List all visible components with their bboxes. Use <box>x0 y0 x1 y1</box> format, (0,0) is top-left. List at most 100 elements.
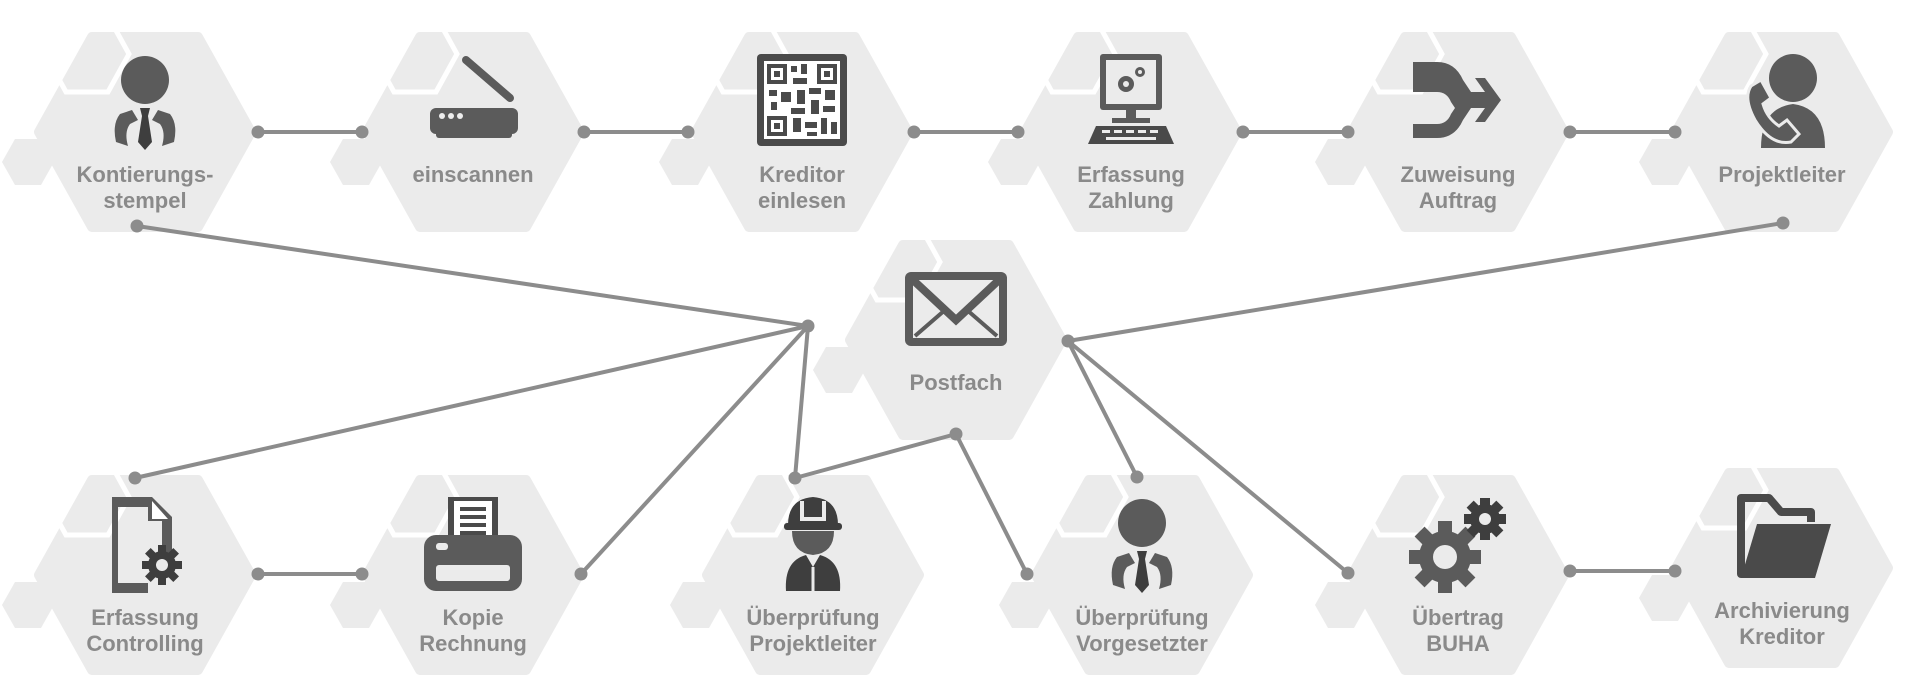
decorative-small-hexagon <box>2 139 54 185</box>
label-line: Controlling <box>86 631 204 656</box>
connection-dot <box>1020 567 1034 581</box>
connection-dot <box>1061 334 1075 348</box>
label-line: Kreditor <box>1739 624 1825 649</box>
decorative-small-hexagon <box>2 582 54 628</box>
decorative-small-hexagon <box>813 347 865 393</box>
connection-line <box>1067 221 1784 343</box>
label-line: Überprüfung <box>1075 605 1209 630</box>
connection-dot <box>788 471 802 485</box>
decorative-outline-hexagon-inner <box>1355 456 1445 538</box>
decorative-small-hexagon <box>670 582 722 628</box>
decorative-small-hexagon <box>330 139 382 185</box>
label-line: Auftrag <box>1418 188 1498 213</box>
connection-dot <box>907 125 921 139</box>
label-line: BUHA <box>1426 631 1490 656</box>
connection-dot <box>1341 125 1355 139</box>
connection-dot <box>949 427 963 441</box>
connection-dot <box>251 567 265 581</box>
printer-icon <box>418 495 528 595</box>
label-line: Projektleiter <box>749 631 877 656</box>
decorative-outline-hexagon-inner <box>42 13 132 95</box>
connection-dot <box>1341 566 1355 580</box>
scanner-icon <box>418 52 528 152</box>
label-line: Erfassung <box>1077 162 1185 187</box>
decorative-outline-hexagon-inner <box>710 456 800 538</box>
connection-dot <box>1236 125 1250 139</box>
connection-line <box>136 224 809 328</box>
connection-dot <box>1776 216 1790 230</box>
connection-dot <box>128 471 142 485</box>
decorative-outline-hexagon-inner <box>1679 449 1769 531</box>
decorative-small-hexagon <box>999 582 1051 628</box>
label-line: Überprüfung <box>746 605 880 630</box>
connection-dot <box>355 567 369 581</box>
decorative-small-hexagon <box>1639 139 1691 185</box>
erfassung-controlling-hexagon <box>34 475 256 675</box>
decorative-outline-hexagon-inner <box>853 221 943 303</box>
connection-line <box>134 324 809 480</box>
connection-dot <box>1668 125 1682 139</box>
label-line: Rechnung <box>419 631 527 656</box>
label-line: Kreditor <box>759 162 845 187</box>
label-line: Kopie <box>442 605 504 630</box>
label-line: Zuweisung <box>1400 162 1516 187</box>
decorative-small-hexagon <box>1315 582 1367 628</box>
connection-dot <box>251 125 265 139</box>
connection-dot <box>1563 564 1577 578</box>
connection-line <box>1066 339 1350 575</box>
label-line: Archivierung <box>1714 598 1850 623</box>
connection-dot <box>130 219 144 233</box>
connection-line <box>793 325 810 479</box>
businessman-icon <box>90 52 200 152</box>
envelope-icon <box>901 262 1011 362</box>
gears-icon <box>1403 495 1513 595</box>
decorative-small-hexagon <box>659 139 711 185</box>
decorative-small-hexagon <box>330 582 382 628</box>
connection-line <box>794 432 957 480</box>
label-line: einscannen <box>412 162 534 187</box>
connection-dot <box>574 567 588 581</box>
label-line: Postfach <box>909 370 1003 395</box>
connection-lines <box>134 130 1784 576</box>
decorative-outline-hexagon-inner <box>1355 13 1445 95</box>
label-line: Vorgesetzter <box>1076 631 1208 656</box>
decorative-outline-hexagon-inner <box>370 13 460 95</box>
connection-dots <box>128 125 1790 581</box>
label-line: Erfassung <box>91 605 199 630</box>
connection-dot <box>681 125 695 139</box>
connection-line <box>1066 340 1139 478</box>
qr-code-icon <box>747 52 857 152</box>
person-phone-icon <box>1727 52 1837 152</box>
connection-dot <box>1563 125 1577 139</box>
decorative-small-hexagon <box>1315 139 1367 185</box>
connection-dot <box>801 319 815 333</box>
node-label: einscannen <box>373 162 573 188</box>
label-line: Kontierungs- <box>76 162 214 187</box>
computer-gears-icon <box>1076 52 1186 152</box>
connection-line <box>954 433 1029 575</box>
businessman-icon <box>1087 495 1197 595</box>
decorative-outline-hexagon-inner <box>1679 13 1769 95</box>
document-gear-icon <box>90 495 200 595</box>
node-label: Postfach <box>856 370 1056 396</box>
merge-arrow-icon <box>1403 52 1513 152</box>
connection-dot <box>1130 470 1144 484</box>
connection-dot <box>1668 564 1682 578</box>
connection-line <box>579 324 810 576</box>
decorative-outline-hexagon-inner <box>1039 456 1129 538</box>
connection-dot <box>1011 125 1025 139</box>
node-label: Kontierungs-stempel <box>45 162 245 214</box>
construction-worker-icon <box>758 495 868 595</box>
decorative-small-hexagon <box>1639 575 1691 621</box>
node-label: Projektleiter <box>1682 162 1882 188</box>
label-line: einlesen <box>757 188 847 213</box>
